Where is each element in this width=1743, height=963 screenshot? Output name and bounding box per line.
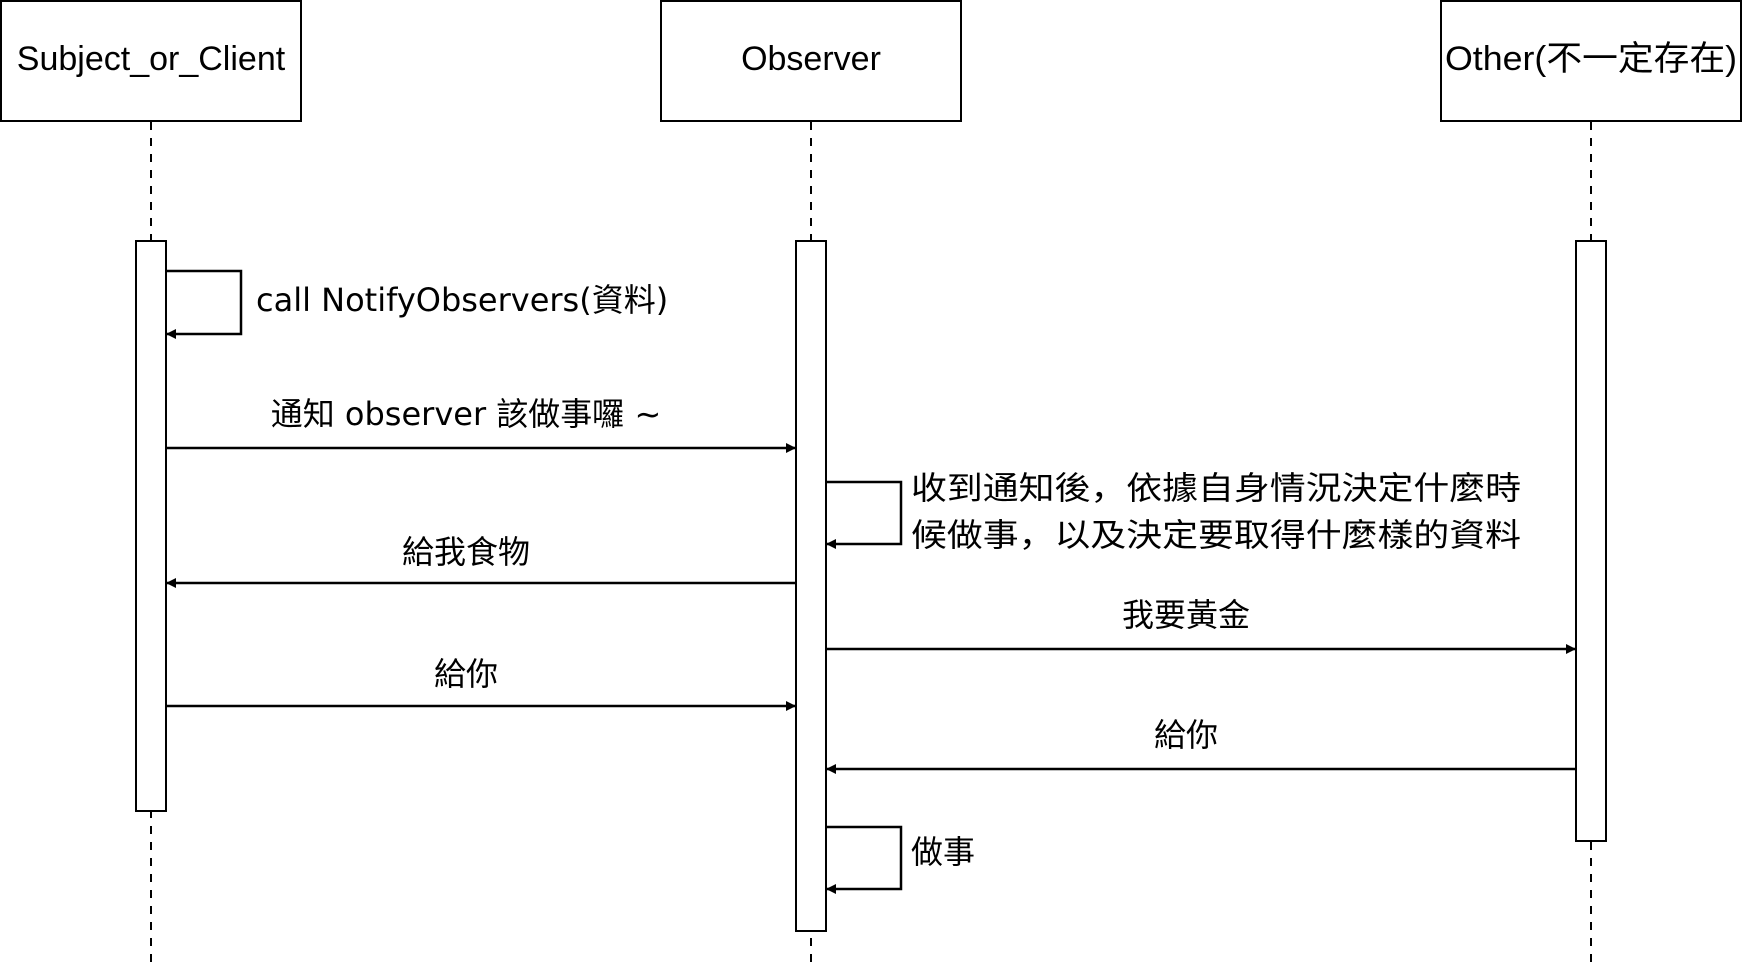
message-label: 給你 (1154, 716, 1218, 754)
message-call-notify-observers[interactable]: call NotifyObservers(資料) (166, 269, 668, 339)
message-label: 通知 observer 該做事囉 ~ (271, 395, 662, 433)
message-label: 給你 (434, 655, 498, 693)
message-give-you-other[interactable]: 給你 (826, 716, 1576, 774)
participant-label: Observer (741, 40, 881, 78)
participant-label: Other(不一定存在) (1445, 40, 1737, 78)
message-observer-decide[interactable]: 收到通知後，依據自身情況決定什麼時 候做事，以及決定要取得什麼樣的資料 (826, 469, 1521, 554)
activation-observer (795, 240, 827, 932)
message-do-work[interactable]: 做事 (826, 825, 975, 894)
message-label: 做事 (911, 833, 975, 871)
message-give-you-subject[interactable]: 給你 (166, 655, 796, 711)
message-notify-observer[interactable]: 通知 observer 該做事囉 ~ (166, 395, 796, 453)
participant-label: Subject_or_Client (17, 40, 286, 78)
message-i-want-gold[interactable]: 我要黃金 (826, 596, 1576, 654)
participant-other[interactable]: Other(不一定存在) (1440, 0, 1742, 122)
message-give-me-food[interactable]: 給我食物 (166, 533, 796, 588)
message-label: 我要黃金 (1122, 596, 1250, 634)
participant-subject[interactable]: Subject_or_Client (0, 0, 302, 122)
message-label-line-2: 候做事，以及決定要取得什麼樣的資料 (911, 516, 1521, 554)
message-label: 給我食物 (402, 533, 530, 571)
message-label-line-1: 收到通知後，依據自身情況決定什麼時 (911, 469, 1521, 507)
activation-other (1575, 240, 1607, 842)
participant-observer[interactable]: Observer (660, 0, 962, 122)
message-label: call NotifyObservers(資料) (256, 281, 668, 319)
activation-subject (135, 240, 167, 812)
